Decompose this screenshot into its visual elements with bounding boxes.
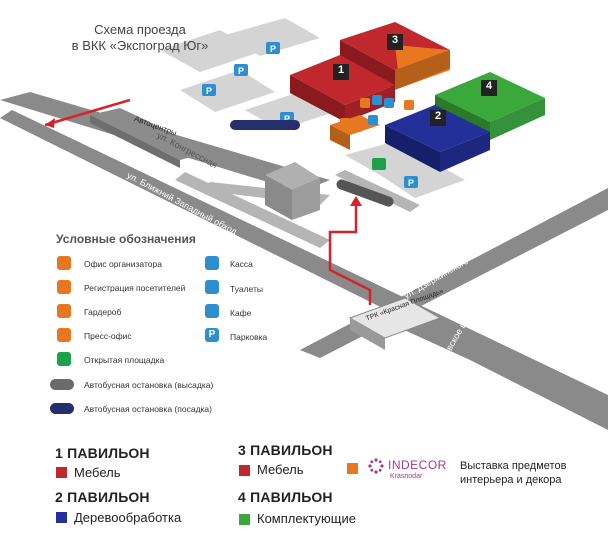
pavilion-2-building [385,105,490,172]
legend-label-parking: Парковка [230,332,268,342]
legend-label-open-area: Открытая площадка [84,355,165,365]
pavilion-4-swatch [239,514,250,525]
pavilion-2-swatch [56,512,67,523]
open-area-icon [57,352,71,366]
press-icon [57,328,71,342]
parking-p-3: P [206,86,212,96]
parking-icon: P [205,328,219,342]
toilets-icon [205,280,219,294]
pavilion-2-item: Деревообработка [74,510,182,525]
pavilion-1-number: 1 [337,64,345,76]
legend-heading: Условные обозначения [56,232,196,246]
pavilion-1-item: Мебель [74,465,121,480]
bus-stop-dropoff-map [336,179,394,207]
route-path-left [44,98,131,127]
map-title-line2: в ВКК «Экспоград Юг» [71,38,209,53]
service-icons [340,95,414,132]
legend-label-bus-pickup: Автобусная остановка (посадка) [84,404,212,414]
exhibit-text-line1: Выставка предметов [460,460,567,472]
pavilion-4-number: 4 [485,80,493,92]
parking-p-2: P [238,66,244,76]
cashier-icon [205,256,219,270]
pavilion-1-swatch [56,467,67,478]
bus-dropoff-icon [50,379,74,390]
route-path [328,200,372,305]
legend-label-press: Пресс-офис [84,331,132,341]
map-title-line1: Схема проезда [94,22,186,37]
office-icon [57,256,71,270]
pavilion-3-number: 3 [391,34,399,46]
pavilion-badges [333,34,497,126]
trk-building [348,297,442,350]
road-network [0,92,608,430]
wardrobe-icon [57,304,71,318]
legend-label-registration: Регистрация посетителей [84,283,186,293]
pavilion-3-swatch [239,465,250,476]
pavilion-2-number: 2 [434,110,442,122]
parking-p-1: P [270,44,276,54]
registration-icon [57,280,71,294]
bus-pickup-icon [50,403,74,414]
legend-label-toilets: Туалеты [230,284,264,294]
autocenter-buildings [90,108,210,168]
legend-label-office: Офис организатора [84,259,162,269]
pavilion-4-item: Комплектующие [257,511,356,526]
parking-p-5: P [408,178,414,188]
central-building [265,162,320,220]
legend-label-cafe: Кафе [230,308,252,318]
pavilion-3-heading: 3 ПАВИЛЬОН [238,442,333,458]
cafe-icon [205,304,219,318]
indecor-city: Krasnodar [390,473,423,480]
bus-stop-pickup-map [230,120,300,130]
indecor-logo-icon [368,458,384,474]
parking-p-4: P [284,114,290,124]
parking-icons [202,42,418,188]
legend-label-bus-dropoff: Автобусная остановка (высадка) [84,380,214,390]
indecor-name: INDECOR [388,458,447,472]
pavilion-1-heading: 1 ПАВИЛЬОН [55,445,150,461]
exhibit-text-line2: интерьера и декора [460,474,562,486]
legend-label-cashier: Касса [230,259,253,269]
exhibit-swatch [347,463,358,474]
pavilion-2-heading: 2 ПАВИЛЬОН [55,489,150,505]
pavilion-3-item: Мебель [257,462,304,477]
legend-label-wardrobe: Гардероб [84,307,122,317]
pavilion-4-heading: 4 ПАВИЛЬОН [238,489,333,505]
